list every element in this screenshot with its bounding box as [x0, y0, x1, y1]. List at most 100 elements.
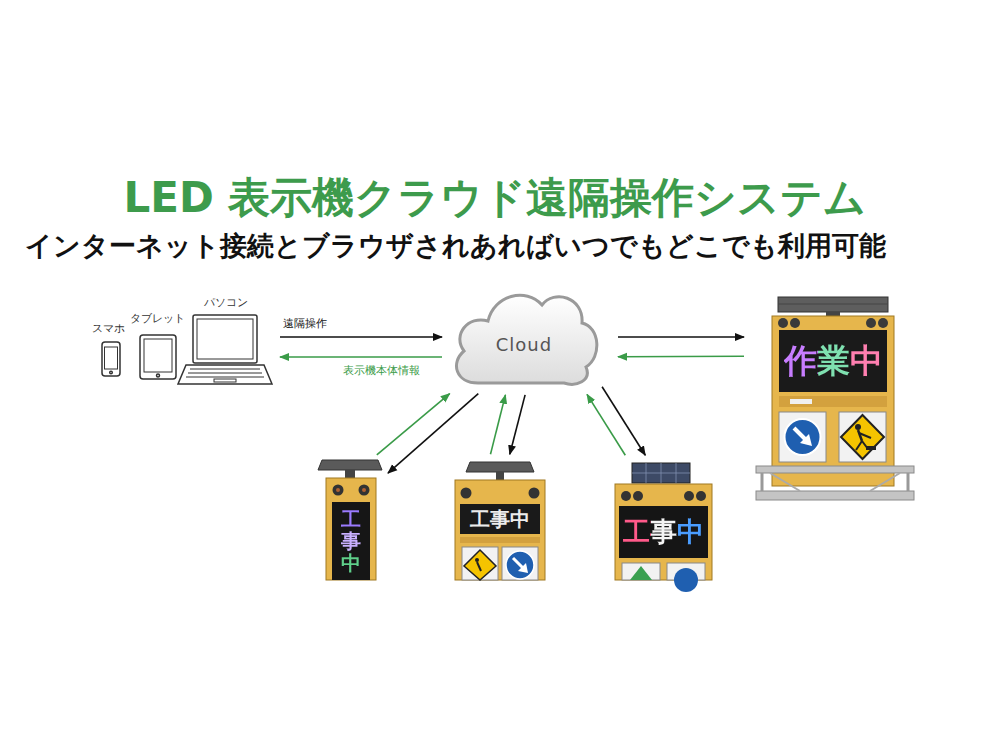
rect-shape	[144, 339, 172, 372]
circle-shape	[333, 485, 344, 496]
line-shape	[770, 473, 800, 491]
polygon-shape	[464, 550, 496, 580]
rect-shape	[462, 547, 498, 580]
rect-shape	[455, 480, 545, 580]
line-shape	[188, 373, 262, 374]
polygon-shape	[841, 415, 884, 459]
status-arrow	[280, 356, 442, 358]
line-shape	[859, 433, 871, 438]
rect-shape	[632, 463, 690, 483]
display-screen: 工事中	[460, 504, 540, 534]
status-arrow	[587, 394, 625, 455]
circle-shape	[157, 374, 160, 377]
display-screen: 工事中	[619, 506, 708, 558]
rect-shape	[345, 470, 355, 478]
laptop-icon	[178, 315, 272, 384]
polygon-shape	[630, 566, 652, 580]
device-node: スマホ	[88, 322, 128, 380]
rect-shape	[140, 335, 176, 379]
led-message: 工事中	[341, 508, 361, 574]
line-shape	[632, 473, 690, 474]
line-shape	[907, 473, 910, 491]
rect-shape	[790, 399, 812, 404]
rect-shape	[839, 412, 886, 462]
led-message: 工事中	[470, 508, 530, 530]
circle-shape	[110, 371, 113, 374]
cloud-label: Cloud	[496, 334, 552, 355]
rect-shape	[102, 342, 120, 376]
polygon-shape	[318, 460, 382, 470]
arrow-label: 遠隔操作	[282, 317, 328, 330]
line-shape	[856, 441, 862, 450]
circle-shape	[674, 568, 698, 592]
rect-shape	[502, 547, 538, 580]
circle-shape	[362, 488, 366, 492]
circle-shape	[866, 318, 876, 328]
led-board-node: 工事中	[452, 462, 548, 580]
diagram-title: LED 表示機クラウド遠隔操作システム	[0, 170, 990, 226]
rect-shape	[193, 315, 257, 363]
status-arrow	[618, 355, 744, 357]
subtitle-line: インターネット接続とブラウザされあればいつでもどこでも利用可能	[25, 230, 886, 261]
device-node: パソコン	[178, 296, 274, 386]
led-board	[455, 462, 545, 580]
control-arrow	[280, 336, 442, 338]
circle-shape	[633, 491, 643, 501]
circle-shape	[878, 318, 888, 328]
rect-shape	[615, 484, 712, 580]
smartphone-icon	[102, 342, 120, 376]
rect-shape	[460, 537, 540, 543]
cloud-shape	[456, 295, 596, 384]
line-shape	[870, 473, 900, 491]
status-arrow	[491, 395, 506, 454]
rect-shape	[778, 297, 888, 312]
vertical-led-board	[318, 460, 382, 580]
status-arrow	[377, 394, 450, 455]
circle-shape	[621, 491, 631, 501]
rect-shape	[779, 412, 826, 462]
rect-shape	[460, 504, 540, 534]
tablet-icon	[140, 335, 176, 379]
rect-shape	[866, 446, 876, 450]
rect-shape	[105, 347, 118, 369]
circle-shape	[790, 318, 800, 328]
rect-shape	[197, 319, 253, 359]
device-label: タブレット	[126, 312, 188, 325]
rect-shape	[332, 502, 370, 580]
rect-shape	[214, 379, 236, 382]
line-shape	[477, 562, 481, 571]
color-led-board	[615, 463, 712, 592]
device-label: スマホ	[88, 322, 128, 335]
control-arrow	[510, 395, 525, 454]
device-label: パソコン	[178, 296, 274, 309]
circle-shape	[506, 551, 534, 579]
rect-shape	[619, 506, 708, 558]
arrow-label: 表示機本体情報	[342, 364, 421, 377]
circle-shape	[696, 491, 706, 501]
control-arrow	[602, 387, 645, 456]
rect-shape	[756, 491, 914, 500]
led-message: 工事中	[623, 517, 704, 547]
polygon-shape	[178, 365, 272, 384]
display-screen: 工事中	[332, 502, 370, 580]
circle-shape	[461, 488, 472, 499]
circle-shape	[684, 491, 694, 501]
rect-shape	[772, 316, 894, 486]
led-message: 作業中	[784, 343, 883, 379]
control-arrow	[618, 336, 744, 338]
line-shape	[190, 369, 260, 370]
line-shape	[186, 377, 264, 378]
line-shape	[858, 430, 862, 441]
circle-shape	[336, 488, 340, 492]
rect-shape	[326, 478, 376, 580]
subtitle-text: インターネット接続とブラウザされあればいつでもどこでも利用可能	[0, 228, 910, 264]
circle-shape	[785, 419, 821, 455]
rect-shape	[622, 563, 660, 580]
polygon-shape	[518, 563, 528, 573]
cloud-node: Cloud	[448, 283, 600, 391]
line-shape	[761, 473, 764, 491]
circle-shape	[359, 485, 370, 496]
rect-shape	[496, 472, 504, 480]
